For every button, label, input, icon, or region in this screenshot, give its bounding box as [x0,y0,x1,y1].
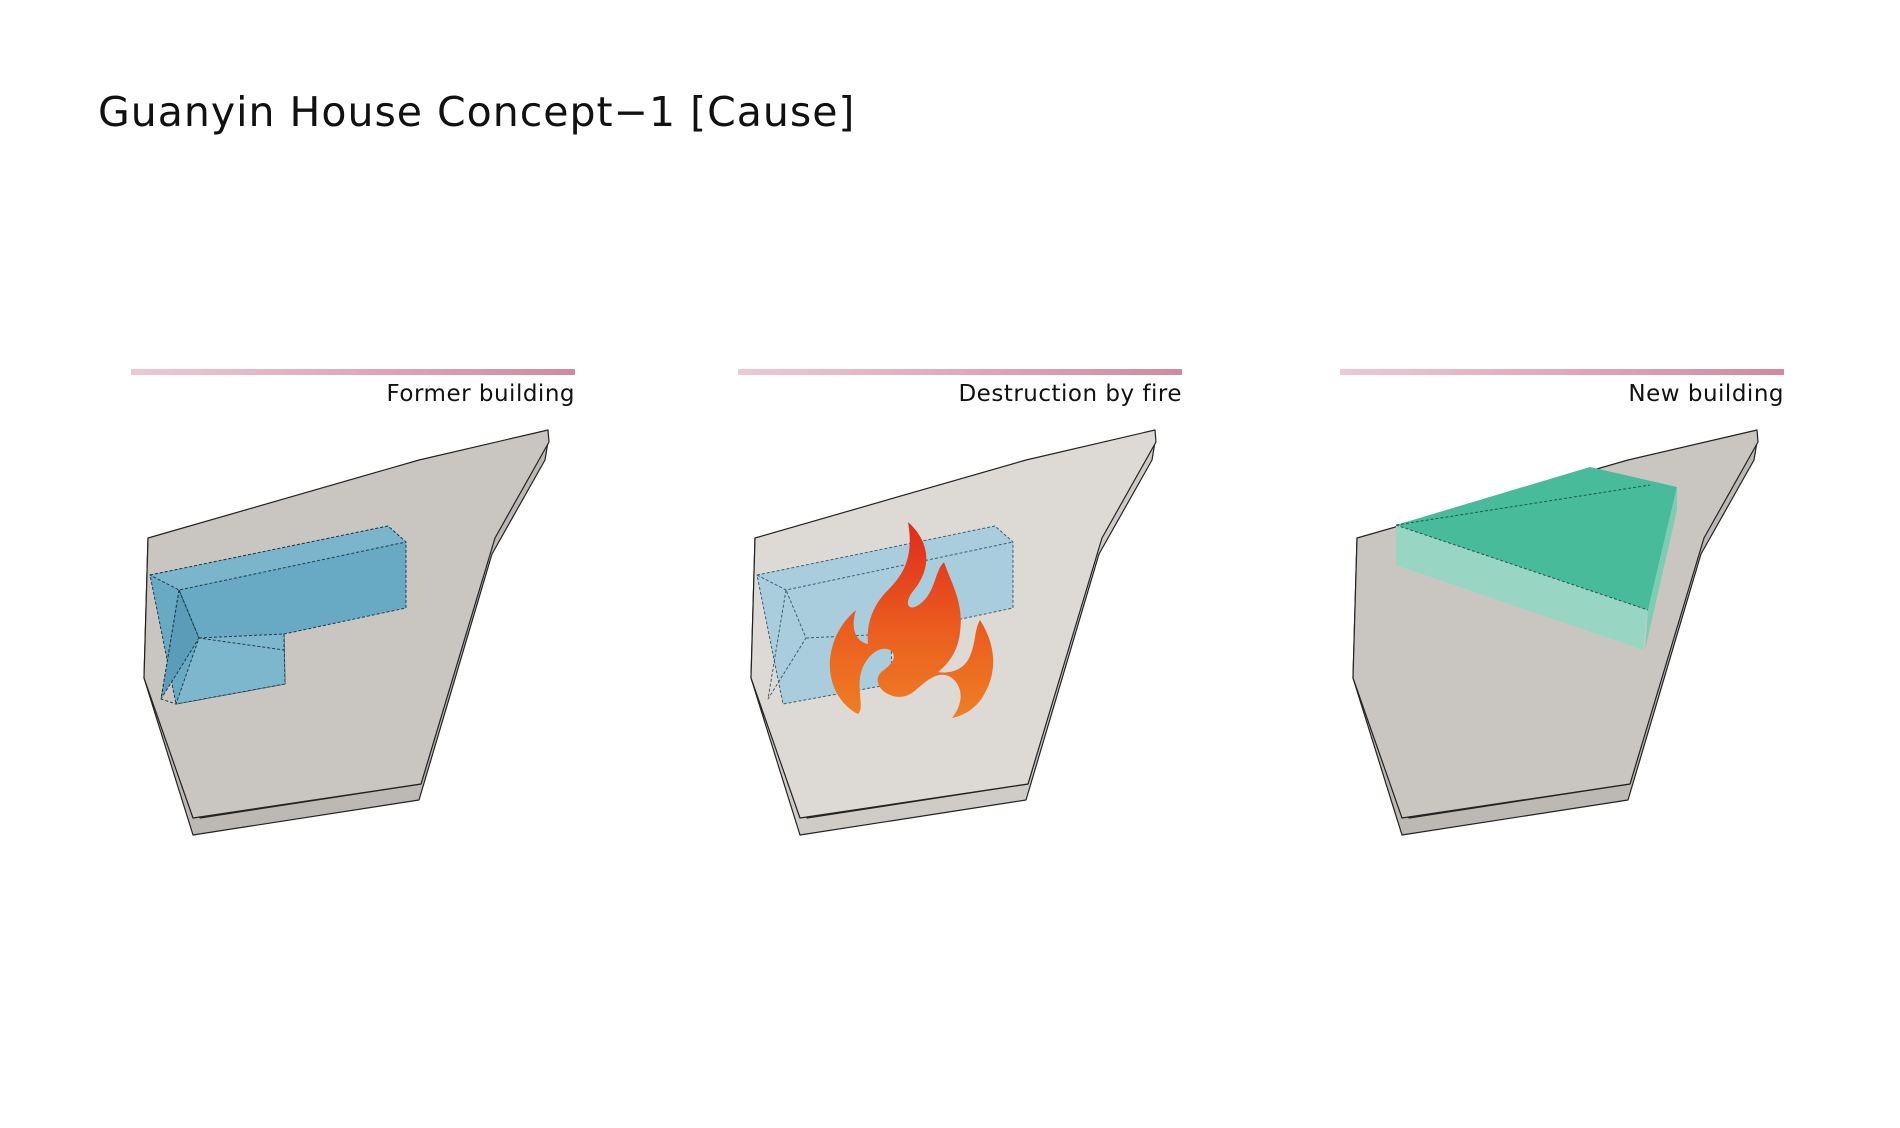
panel-new-building: New building [1340,360,1810,860]
site-slab [143,429,550,836]
page-title: Guanyin House Concept−1 [Cause] [98,88,856,136]
fire-diagram [738,369,1182,836]
fire-icon [829,522,994,718]
panel-former-building: Former building [131,360,601,860]
panel-rule [131,369,575,375]
former-building-diagram [131,369,575,836]
panel-label: New building [1628,381,1784,407]
panel-destruction-by-fire: Destruction by fire [738,360,1208,860]
former-building [149,525,407,705]
new-building [1395,467,1677,650]
new-building-diagram [1340,369,1784,836]
panel-label: Destruction by fire [958,381,1182,407]
panel-rule [1340,369,1784,375]
panel-rule [738,369,1182,375]
panel-label: Former building [386,381,575,407]
